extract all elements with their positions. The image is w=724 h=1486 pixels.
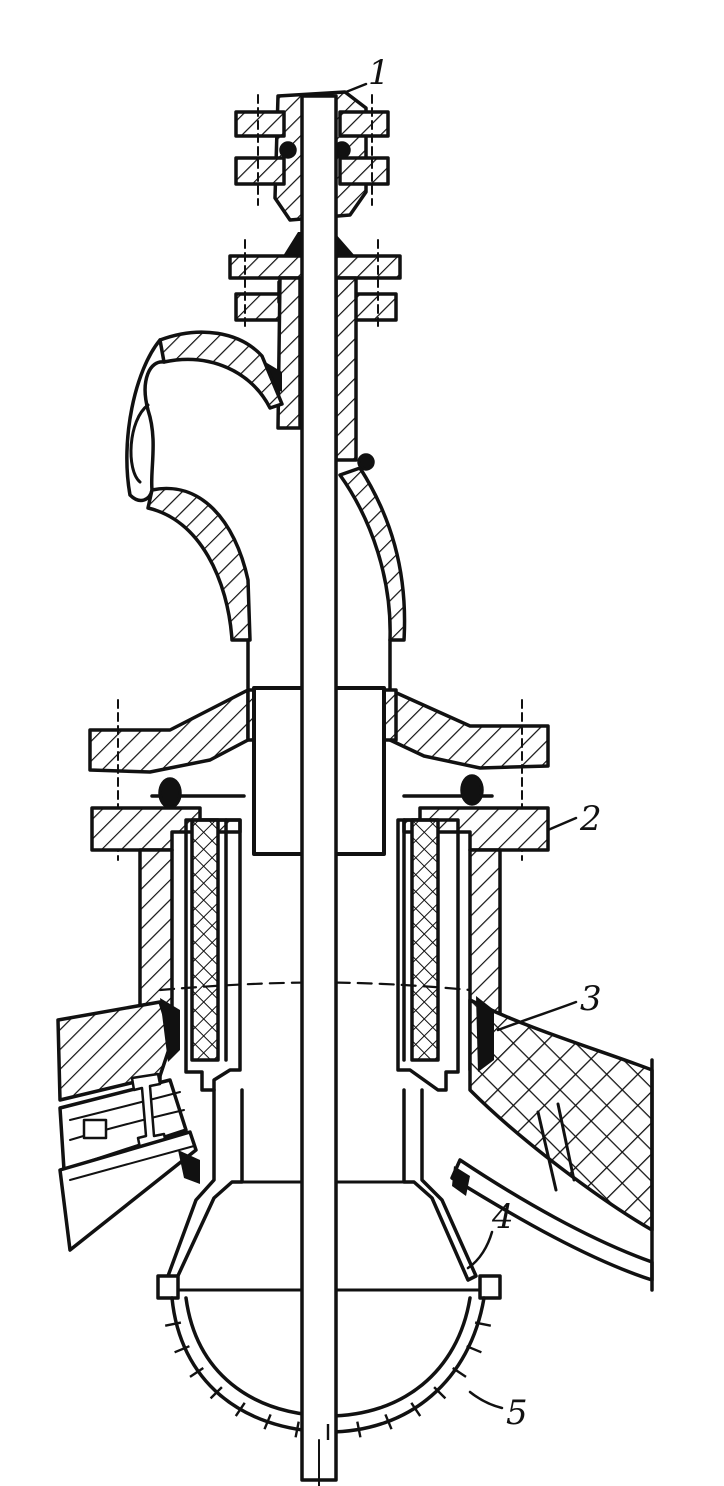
callout-3: 3 (580, 979, 602, 1019)
dome-tick (234, 1402, 246, 1417)
dome-tick (174, 1345, 190, 1354)
dome-tick-marks (164, 1321, 492, 1440)
valve-stem (300, 94, 338, 1486)
callout-4: 4 (491, 1197, 514, 1237)
dome-tick (189, 1367, 204, 1378)
leader-lines (344, 82, 578, 1410)
callout-2: 2 (579, 799, 602, 839)
dome-tick (474, 1321, 492, 1327)
dome-tick (263, 1413, 272, 1430)
inlet-pipe (125, 330, 284, 642)
dome-tick (164, 1321, 182, 1327)
top-coupling (234, 90, 390, 222)
dome-tick (294, 1421, 300, 1438)
dome-tick (384, 1413, 393, 1430)
callout-labels: 1 2 3 4 5 (368, 53, 602, 1433)
dome-tick (410, 1402, 422, 1417)
left-wall-block (56, 998, 200, 1252)
right-body-wall (338, 466, 407, 642)
dome-tick (356, 1421, 362, 1438)
dome-tick (209, 1386, 223, 1400)
right-refractory-block (450, 996, 654, 1292)
dome-tick (466, 1345, 482, 1354)
callout-1: 1 (368, 53, 390, 93)
callout-5: 5 (506, 1393, 528, 1433)
dome-tick (452, 1367, 467, 1378)
stem-sleeve (262, 276, 375, 471)
dome-tick (433, 1386, 447, 1400)
